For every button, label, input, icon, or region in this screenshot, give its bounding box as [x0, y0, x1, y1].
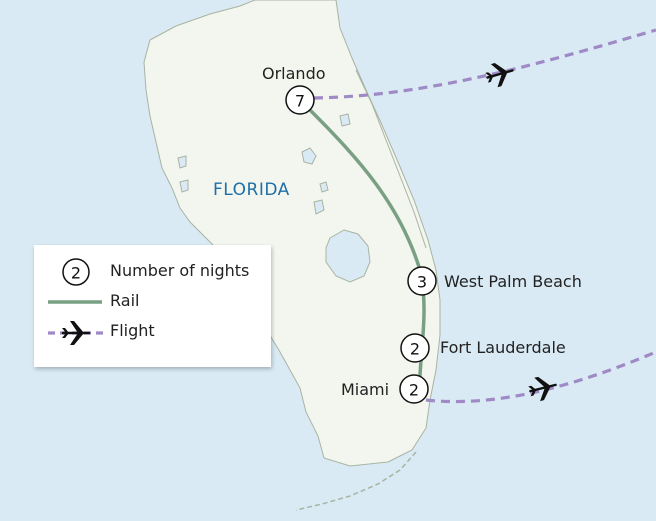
lake-small: [339, 113, 351, 127]
lake-small: [313, 199, 325, 215]
legend: 2 Number of nights Rail Flight: [34, 245, 271, 367]
city-label-west-palm-beach: West Palm Beach: [444, 272, 582, 291]
nights-count: 2: [410, 340, 420, 359]
florida-landmass: [143, 0, 441, 467]
lake-small: [319, 181, 329, 193]
city-marker: [407, 266, 437, 296]
city-marker: [400, 333, 430, 363]
legend-label-nights: Number of nights: [110, 261, 250, 280]
city-marker: [285, 85, 315, 115]
state-label: FLORIDA: [213, 180, 290, 200]
lake-small: [179, 179, 189, 193]
city-label-fort-lauderdale: Fort Lauderdale: [440, 338, 566, 357]
legend-flight-line: [48, 319, 104, 347]
legend-label-flight: Flight: [110, 321, 155, 340]
nights-count: 7: [295, 92, 305, 111]
flight-route-miami: [425, 350, 656, 404]
svg-text:2: 2: [71, 264, 81, 283]
barrier-island: [355, 69, 427, 249]
city-label-orlando: Orlando: [262, 64, 326, 83]
legend-rail-line: [48, 300, 102, 304]
nights-count: 2: [409, 381, 419, 400]
legend-row-rail: Rail: [34, 287, 271, 317]
lake-small: [301, 147, 317, 165]
airplane-icon: [60, 319, 91, 347]
lake-okeechobee: [325, 229, 371, 283]
legend-row-nights: 2 Number of nights: [34, 257, 271, 287]
airplane-icon: [482, 57, 518, 91]
legend-nights-symbol: 2: [62, 258, 90, 286]
florida-keys: [295, 451, 417, 511]
legend-row-flight: Flight: [34, 317, 271, 347]
city-label-miami: Miami: [341, 380, 389, 399]
lake-small: [177, 155, 187, 169]
nights-count: 3: [417, 273, 427, 292]
city-marker: [399, 374, 429, 404]
legend-label-rail: Rail: [110, 291, 140, 310]
